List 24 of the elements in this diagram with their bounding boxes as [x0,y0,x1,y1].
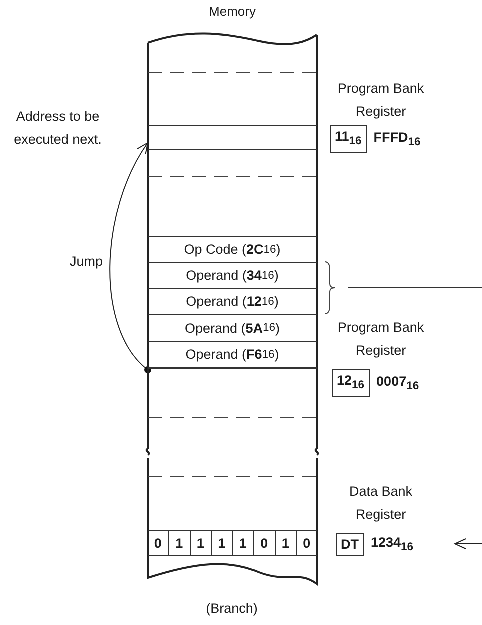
bit-cell: 0 [296,531,317,555]
bit-cell: 1 [210,531,232,555]
bit-cell: 1 [232,531,254,555]
register-box: DT [336,532,364,556]
memory-cell [148,125,317,150]
bit-cell: 1 [274,531,296,555]
address-value: 1234$_{16}$ [371,534,414,554]
edge-label: Jump [68,254,106,269]
bit-cell: 1 [168,531,190,555]
annotation-text: Program Bank Register [336,319,426,360]
address-value: FFFD$_{16}$ [374,130,421,148]
bit-cell: 0 [253,531,274,555]
annotation-text: Address to be executed next. [13,108,103,149]
jump-arrow [110,142,152,374]
address-value: 0007$_{16}$ [376,374,420,392]
annotation-text: Program Bank Register [336,80,426,121]
register-box: 11$_{16}$ [330,124,367,154]
bit-cell-text: 0 [153,534,163,552]
caption: (Branch) [205,601,259,616]
bit-cell: 1 [190,531,211,555]
annotation-text: Data Bank Register [348,483,414,524]
bit-register-row [148,530,317,556]
register-box: 12$_{16}$ [332,368,370,398]
column-heading: Memory [208,4,257,19]
